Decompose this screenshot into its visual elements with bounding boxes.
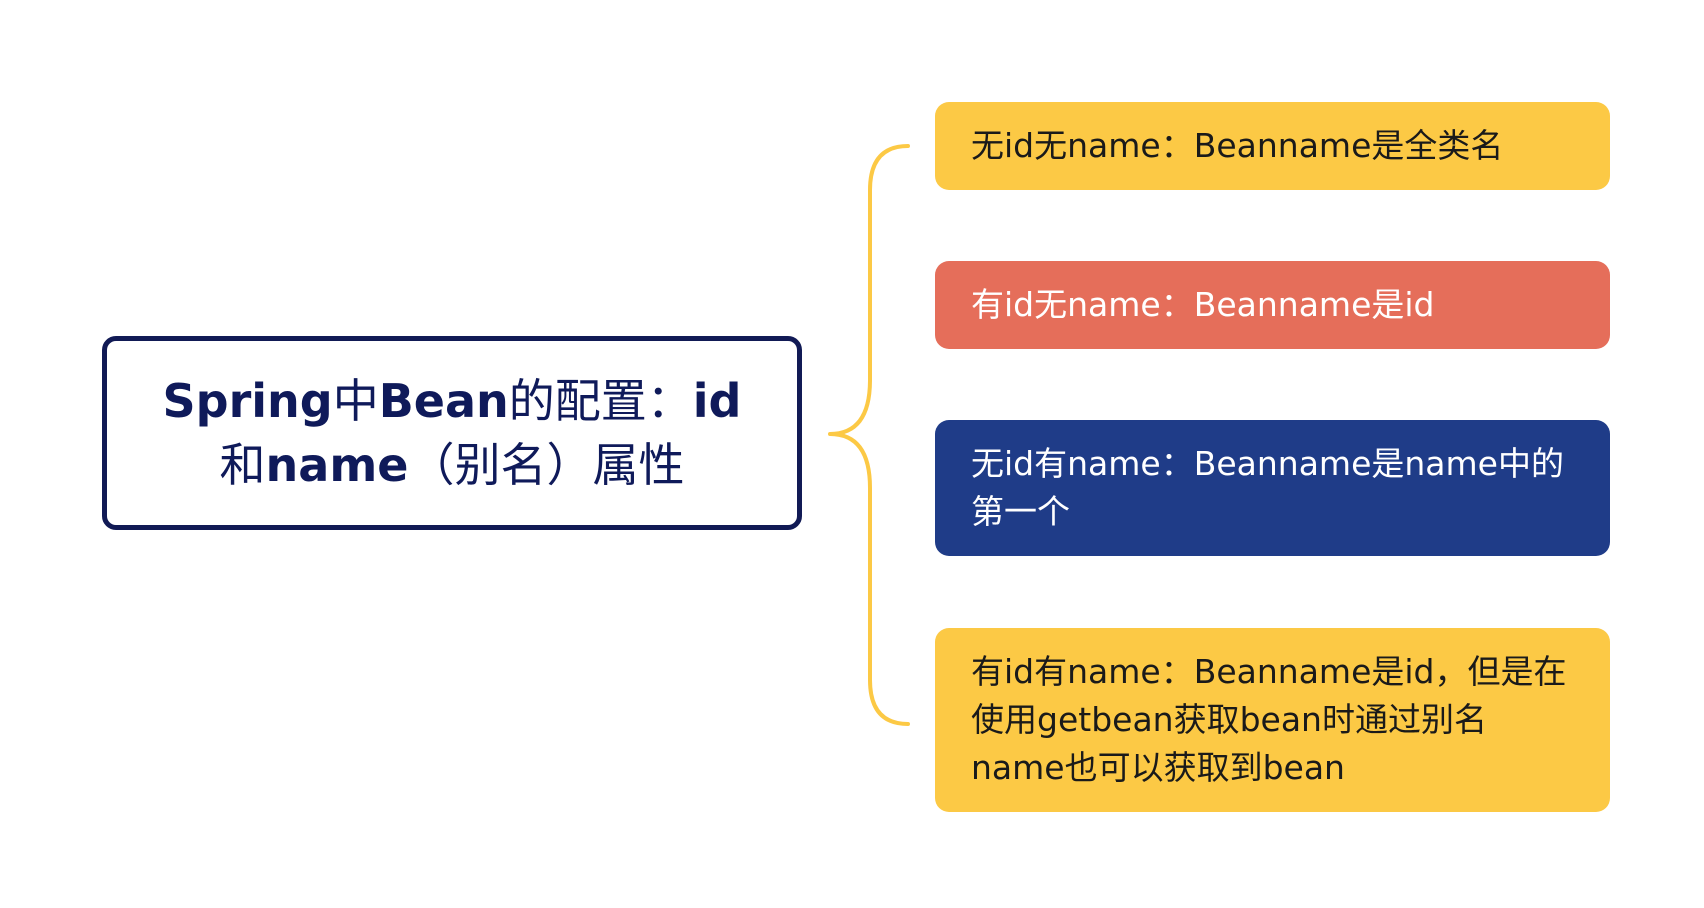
root-line2-alias: （别名）属性 bbox=[408, 438, 685, 492]
root-topic-node[interactable]: Spring中Bean的配置：id 和name（别名）属性 bbox=[102, 336, 802, 530]
child-node-id-no-name[interactable]: 有id无name：Beanname是id bbox=[935, 261, 1610, 349]
root-line1-bean: Bean bbox=[378, 374, 509, 428]
child-node-text: 无id有name：Beanname是name中的第一个 bbox=[971, 444, 1564, 531]
root-topic-text: Spring中Bean的配置：id 和name（别名）属性 bbox=[163, 369, 742, 497]
child-node-text: 有id无name：Beanname是id bbox=[971, 285, 1435, 324]
root-line1-config: 的配置： bbox=[508, 374, 693, 428]
root-line1-id: id bbox=[692, 374, 742, 428]
child-node-text: 有id有name：Beanname是id，但是在使用getbean获取bean时… bbox=[971, 652, 1567, 787]
root-line1-zhong: 中 bbox=[332, 374, 379, 428]
root-line1-spring: Spring bbox=[162, 374, 333, 428]
root-line2-name: name bbox=[265, 438, 409, 492]
child-node-no-id-no-name[interactable]: 无id无name：Beanname是全类名 bbox=[935, 102, 1610, 190]
child-node-no-id-with-name[interactable]: 无id有name：Beanname是name中的第一个 bbox=[935, 420, 1610, 556]
root-line2-he: 和 bbox=[219, 438, 266, 492]
branch-brace-connector bbox=[828, 144, 910, 726]
brace-path bbox=[828, 144, 910, 726]
child-node-text: 无id无name：Beanname是全类名 bbox=[971, 126, 1504, 165]
child-node-id-and-name[interactable]: 有id有name：Beanname是id，但是在使用getbean获取bean时… bbox=[935, 628, 1610, 812]
